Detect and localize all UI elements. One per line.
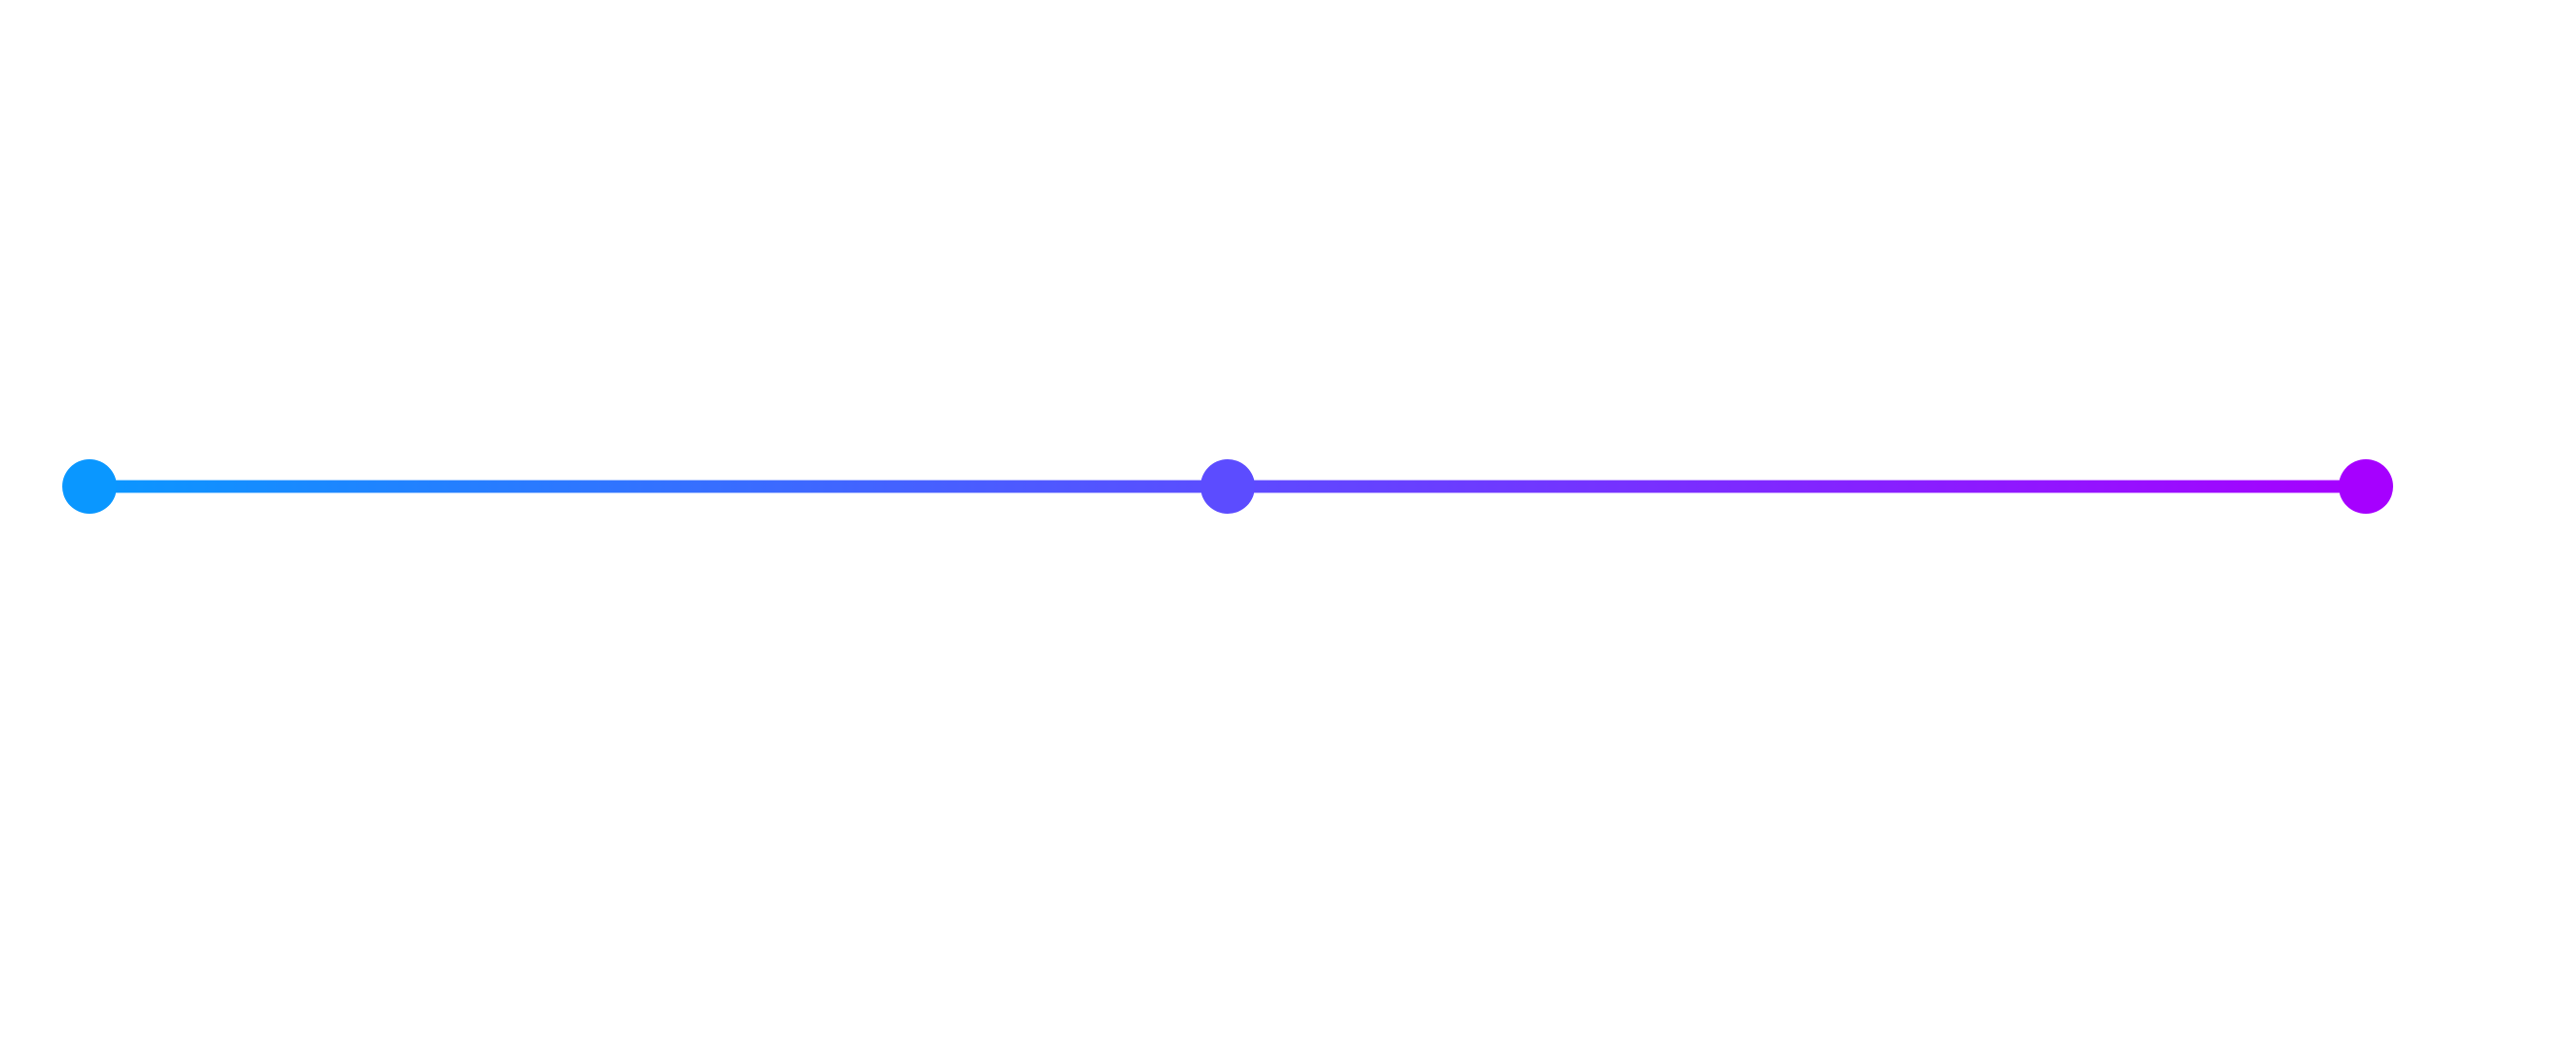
stepper-nodes: [62, 459, 2393, 514]
step-node-1[interactable]: [62, 459, 117, 514]
step-node-3[interactable]: [2339, 459, 2393, 514]
step-node-2[interactable]: [1200, 459, 1255, 514]
